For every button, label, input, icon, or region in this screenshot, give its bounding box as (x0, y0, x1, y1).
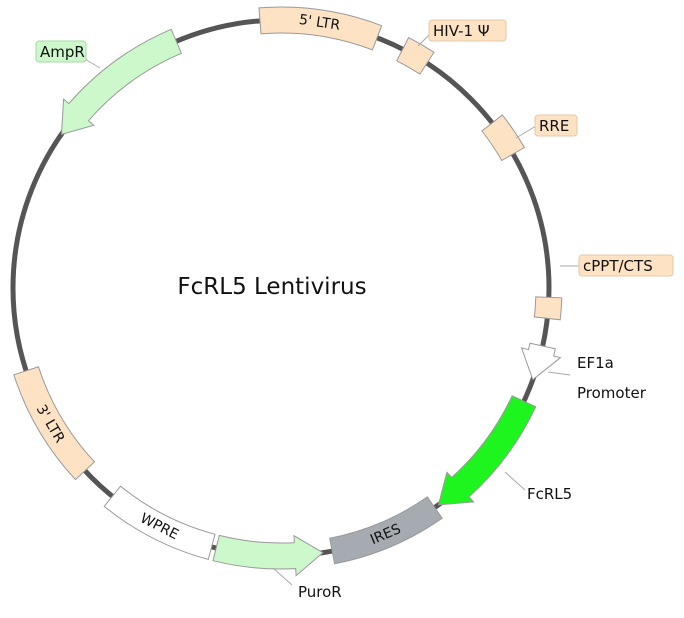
label-ef1a-promoter[interactable]: EF1a Promoter (547, 354, 647, 402)
feature-ltr3[interactable] (13, 366, 96, 481)
label-ef1a-text-2: Promoter (577, 384, 647, 402)
label-ampr[interactable]: AmpR (35, 40, 101, 69)
feature-ltr5[interactable] (258, 6, 383, 51)
label-hiv1-psi[interactable]: HIV-1 Ψ (417, 19, 507, 47)
label-rre[interactable]: RRE (515, 114, 578, 139)
label-psi-text: HIV-1 Ψ (433, 22, 490, 40)
label-ampr-text: AmpR (40, 43, 85, 61)
label-fcrl5[interactable]: FcRL5 (504, 471, 572, 503)
label-cppt-text: cPPT/CTS (583, 257, 653, 275)
feature-ires[interactable] (329, 496, 443, 565)
label-puror-text: PuroR (298, 583, 342, 601)
feature-puror[interactable] (212, 534, 324, 577)
feature-rre[interactable] (481, 114, 526, 162)
plasmid-title: FcRL5 Lentivirus (177, 274, 366, 300)
label-ef1a-text-1: EF1a (577, 354, 614, 372)
feature-wpre[interactable] (103, 485, 216, 561)
label-fcrl5-text: FcRL5 (527, 485, 572, 503)
label-puror[interactable]: PuroR (272, 567, 342, 601)
label-cppt-cts[interactable]: cPPT/CTS (560, 254, 674, 277)
label-rre-text: RRE (539, 117, 569, 135)
feature-ef1a[interactable] (520, 342, 562, 381)
feature-cppt[interactable] (533, 296, 563, 321)
feature-fcrl5[interactable] (437, 395, 537, 506)
feature-ampr[interactable] (60, 28, 183, 135)
feature-ltr5-label: 5' LTR (298, 12, 342, 34)
feature-psi[interactable] (396, 36, 435, 75)
